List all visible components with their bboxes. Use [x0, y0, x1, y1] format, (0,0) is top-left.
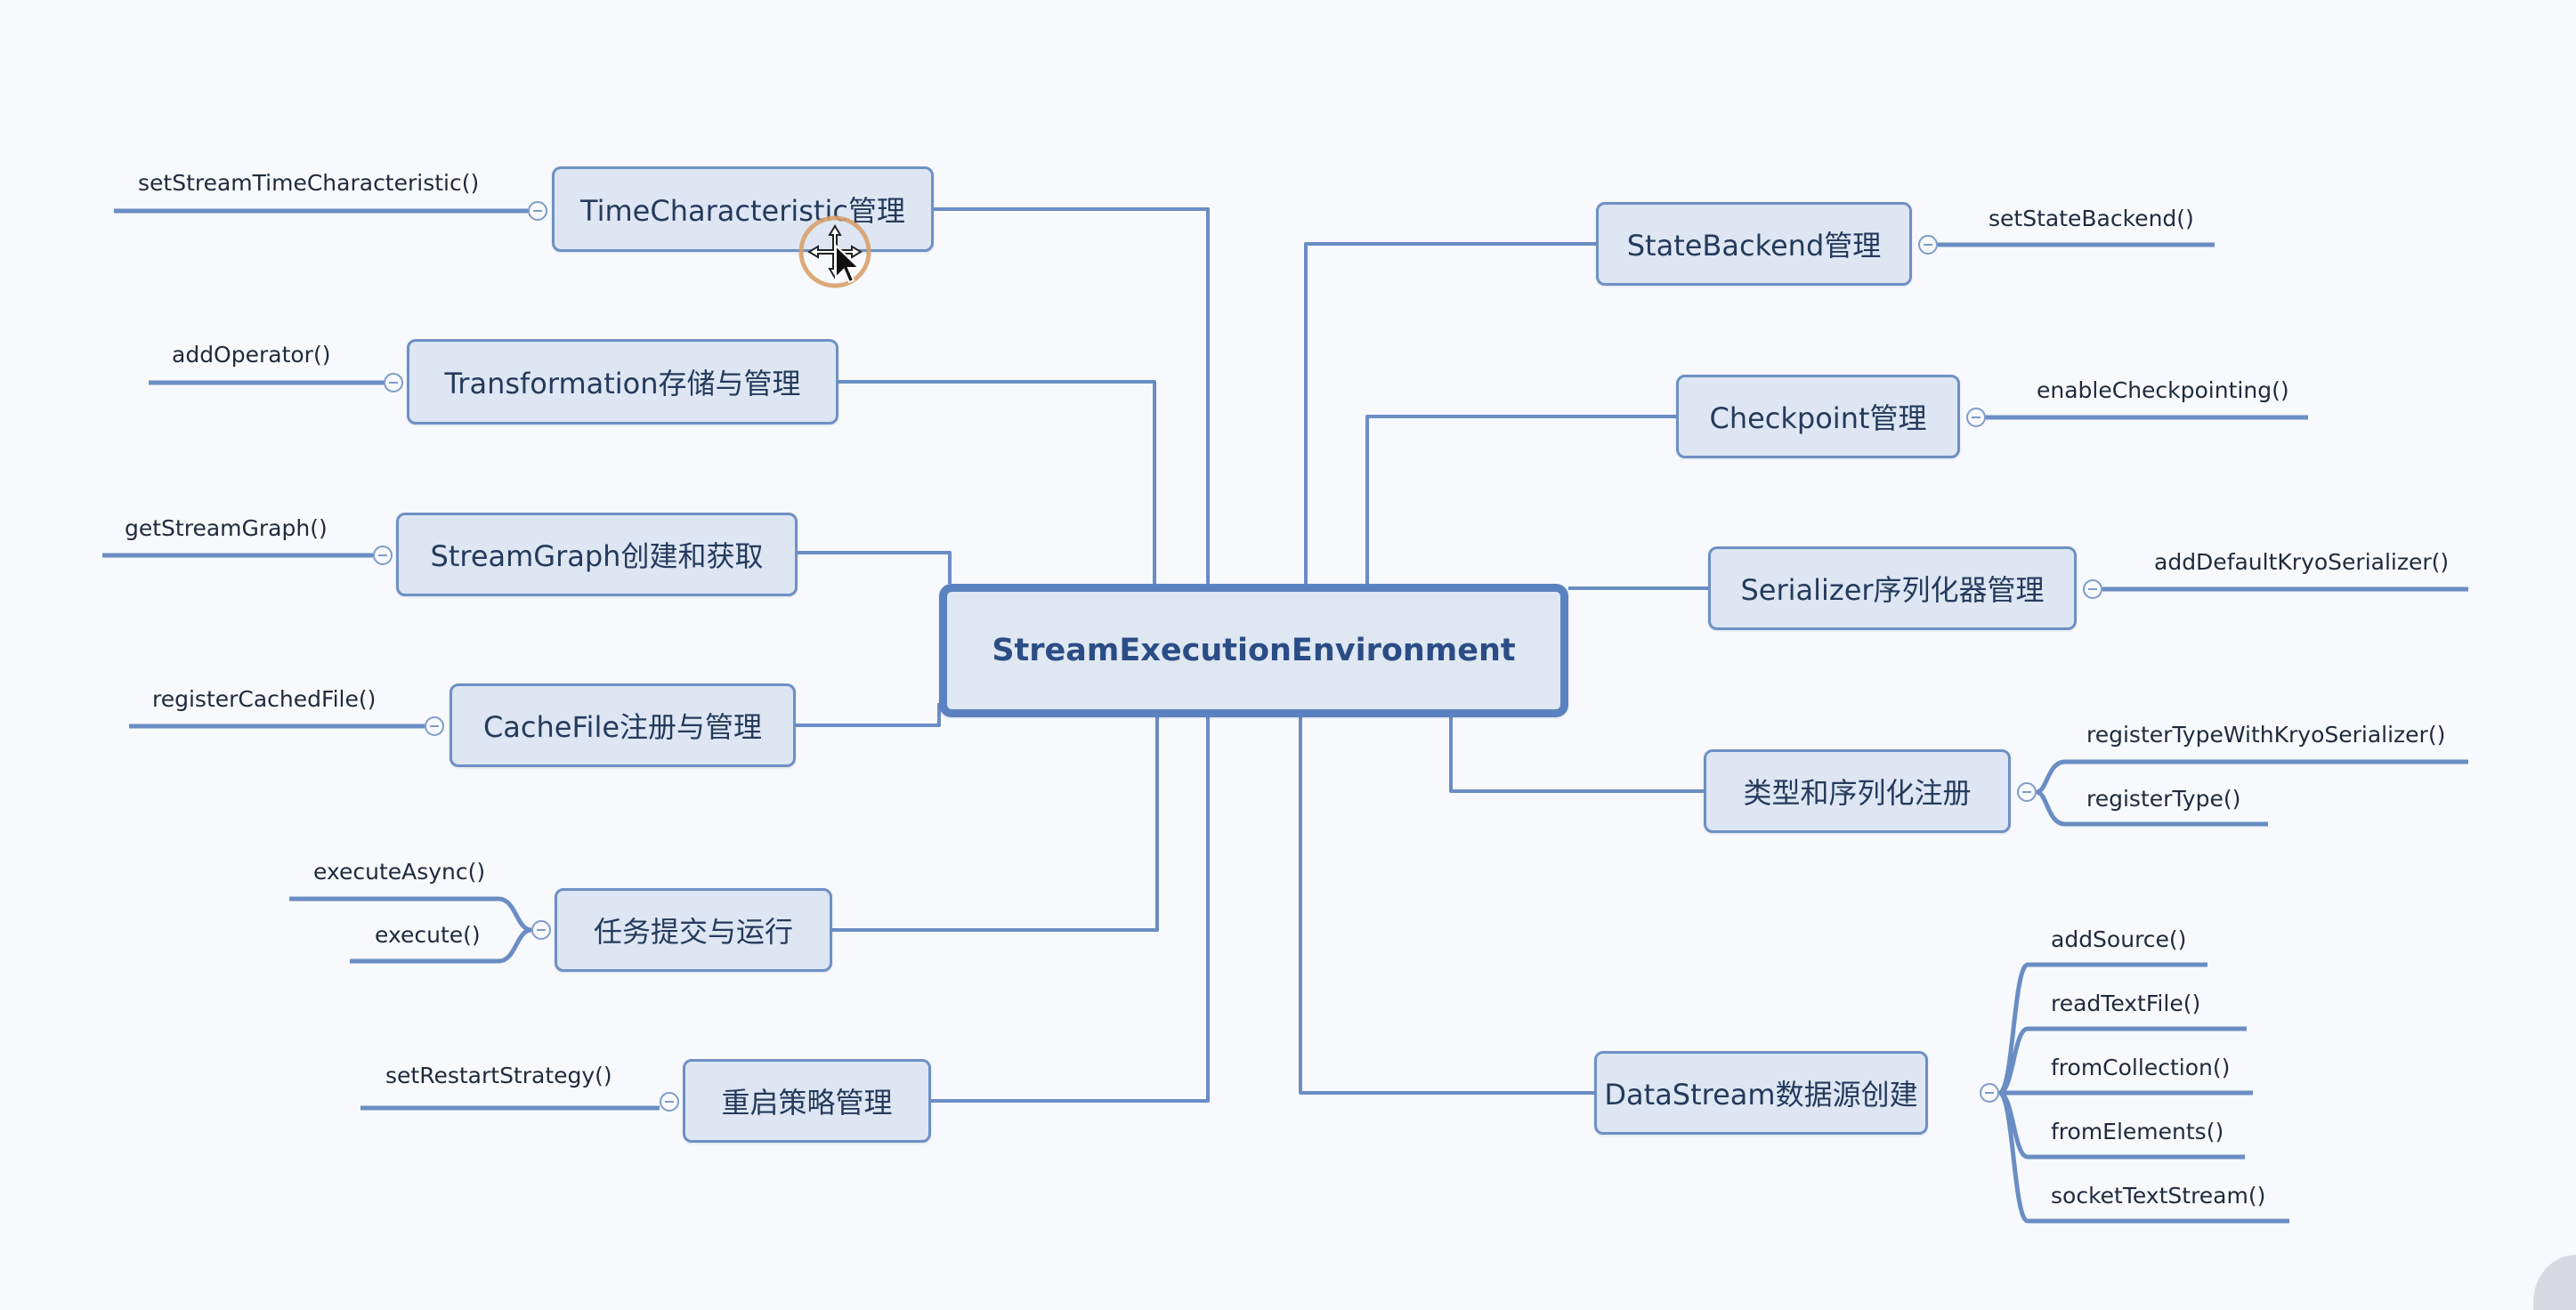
collapse-toggle-icon[interactable]	[1966, 408, 1986, 427]
connector-line	[1365, 415, 1676, 584]
leaf-socket-text-stream[interactable]: socketTextStream()	[2051, 1183, 2266, 1209]
leaf-from-collection[interactable]: fromCollection()	[2051, 1055, 2231, 1080]
leaf-execute-async[interactable]: executeAsync()	[313, 859, 486, 885]
collapse-toggle-icon[interactable]	[425, 716, 444, 736]
leaf-execute[interactable]: execute()	[375, 922, 481, 948]
branch-serializer[interactable]: Serializer序列化器管理	[1708, 546, 2077, 630]
collapse-toggle-icon[interactable]	[1980, 1083, 1999, 1103]
connector-line	[838, 380, 1156, 584]
leaf-add-default-kryo-serializer[interactable]: addDefaultKryoSerializer()	[2154, 549, 2450, 575]
branch-transformation[interactable]: Transformation存储与管理	[407, 339, 838, 425]
leaf-set-restart-strategy[interactable]: setRestartStrategy()	[385, 1063, 612, 1088]
connector-line	[1304, 242, 1596, 584]
leaf-add-source[interactable]: addSource()	[2051, 926, 2187, 952]
collapse-toggle-icon[interactable]	[660, 1092, 679, 1112]
collapse-toggle-icon[interactable]	[528, 201, 547, 221]
leaf-from-elements[interactable]: fromElements()	[2051, 1119, 2224, 1144]
connector-line	[798, 551, 952, 584]
leaf-register-type-with-kryo-serializer[interactable]: registerTypeWithKryoSerializer()	[2086, 722, 2446, 748]
connector-line	[931, 717, 1210, 1103]
branch-job-submit[interactable]: 任务提交与运行	[555, 888, 832, 972]
connector-line	[350, 927, 532, 964]
collapse-toggle-icon[interactable]	[384, 373, 403, 392]
collapse-toggle-icon[interactable]	[2017, 782, 2037, 802]
branch-state-backend[interactable]: StateBackend管理	[1596, 202, 1912, 286]
leaf-register-cached-file[interactable]: registerCachedFile()	[152, 686, 377, 712]
collapse-toggle-icon[interactable]	[2083, 579, 2102, 599]
root-node[interactable]: StreamExecutionEnvironment	[939, 584, 1568, 717]
connector-line	[832, 717, 1159, 932]
collapse-toggle-icon[interactable]	[1918, 235, 1938, 255]
move-cursor-icon	[798, 215, 871, 288]
connector-line	[1449, 717, 1704, 793]
branch-type-registration[interactable]: 类型和序列化注册	[1704, 749, 2011, 833]
branch-datastream-source[interactable]: DataStream数据源创建	[1594, 1051, 1928, 1135]
leaf-get-stream-graph[interactable]: getStreamGraph()	[125, 515, 328, 541]
connector-line	[1299, 717, 1594, 1095]
connector-line	[796, 703, 941, 727]
branch-time-characteristic[interactable]: TimeCharacteristic管理	[552, 166, 934, 252]
leaf-enable-checkpointing[interactable]: enableCheckpointing()	[2037, 377, 2289, 403]
collapse-toggle-icon[interactable]	[531, 920, 551, 940]
connector-line	[1998, 1026, 2247, 1096]
leaf-read-text-file[interactable]: readTextFile()	[2051, 991, 2201, 1016]
connector-line	[1997, 1090, 2289, 1224]
branch-restart-strategy[interactable]: 重启策略管理	[683, 1059, 931, 1143]
leaf-set-state-backend[interactable]: setStateBackend()	[1989, 206, 2194, 231]
branch-cachefile[interactable]: CacheFile注册与管理	[450, 683, 796, 767]
leaf-set-stream-time-characteristic[interactable]: setStreamTimeCharacteristic()	[138, 170, 480, 196]
connector-line	[2036, 789, 2268, 827]
branch-streamgraph[interactable]: StreamGraph创建和获取	[396, 513, 798, 596]
connector-line	[934, 207, 1210, 584]
branch-checkpoint[interactable]: Checkpoint管理	[1676, 375, 1960, 458]
collapse-toggle-icon[interactable]	[373, 546, 393, 565]
leaf-add-operator[interactable]: addOperator()	[172, 342, 331, 368]
leaf-register-type[interactable]: registerType()	[2086, 786, 2241, 812]
